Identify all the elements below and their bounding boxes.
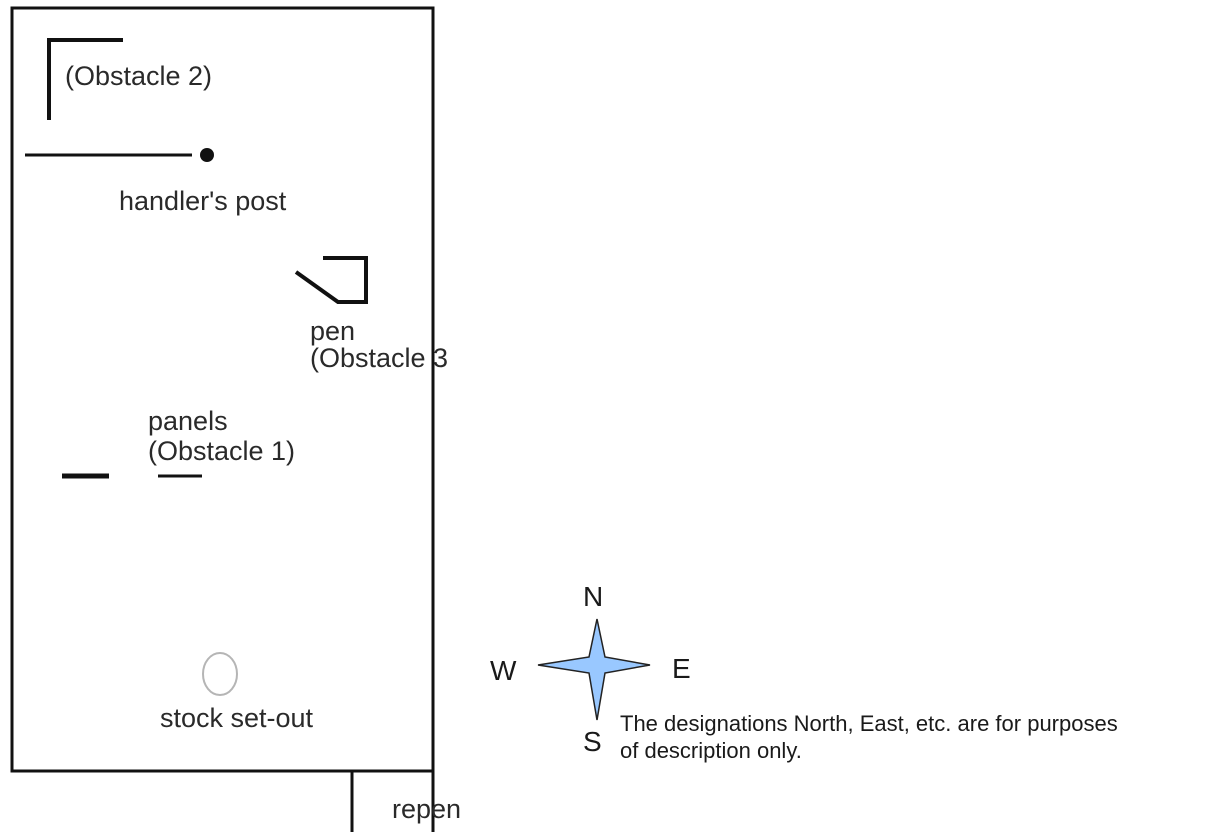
compass-south-label: S [583, 726, 602, 757]
description-note-line-1: The designations North, East, etc. are f… [620, 711, 1118, 736]
compass-star-icon [537, 618, 651, 721]
repen-enclosure [350, 771, 435, 832]
obstacle-1-label: (Obstacle 1) [148, 436, 296, 466]
handlers-post-label: handler's post [119, 186, 287, 216]
obstacle-2-label: (Obstacle 2) [65, 61, 213, 91]
obstacle-3-label: (Obstacle 3 [310, 343, 449, 373]
compass-west-label: W [490, 655, 517, 686]
handlers-post-dot [200, 148, 214, 162]
pen-label: pen [310, 316, 356, 346]
obstacle-2-fence [47, 38, 123, 120]
compass-north-label: N [583, 581, 604, 612]
field-boundary [10, 6, 435, 773]
description-note-line-2: of description only. [620, 738, 802, 763]
stock-setout-circle [202, 652, 238, 696]
compass-east-label: E [672, 653, 691, 684]
panels-label: panels [148, 406, 228, 436]
pen-fence [294, 256, 368, 304]
stock-setout-label: stock set-out [160, 703, 314, 733]
repen-label: repen [392, 794, 462, 824]
